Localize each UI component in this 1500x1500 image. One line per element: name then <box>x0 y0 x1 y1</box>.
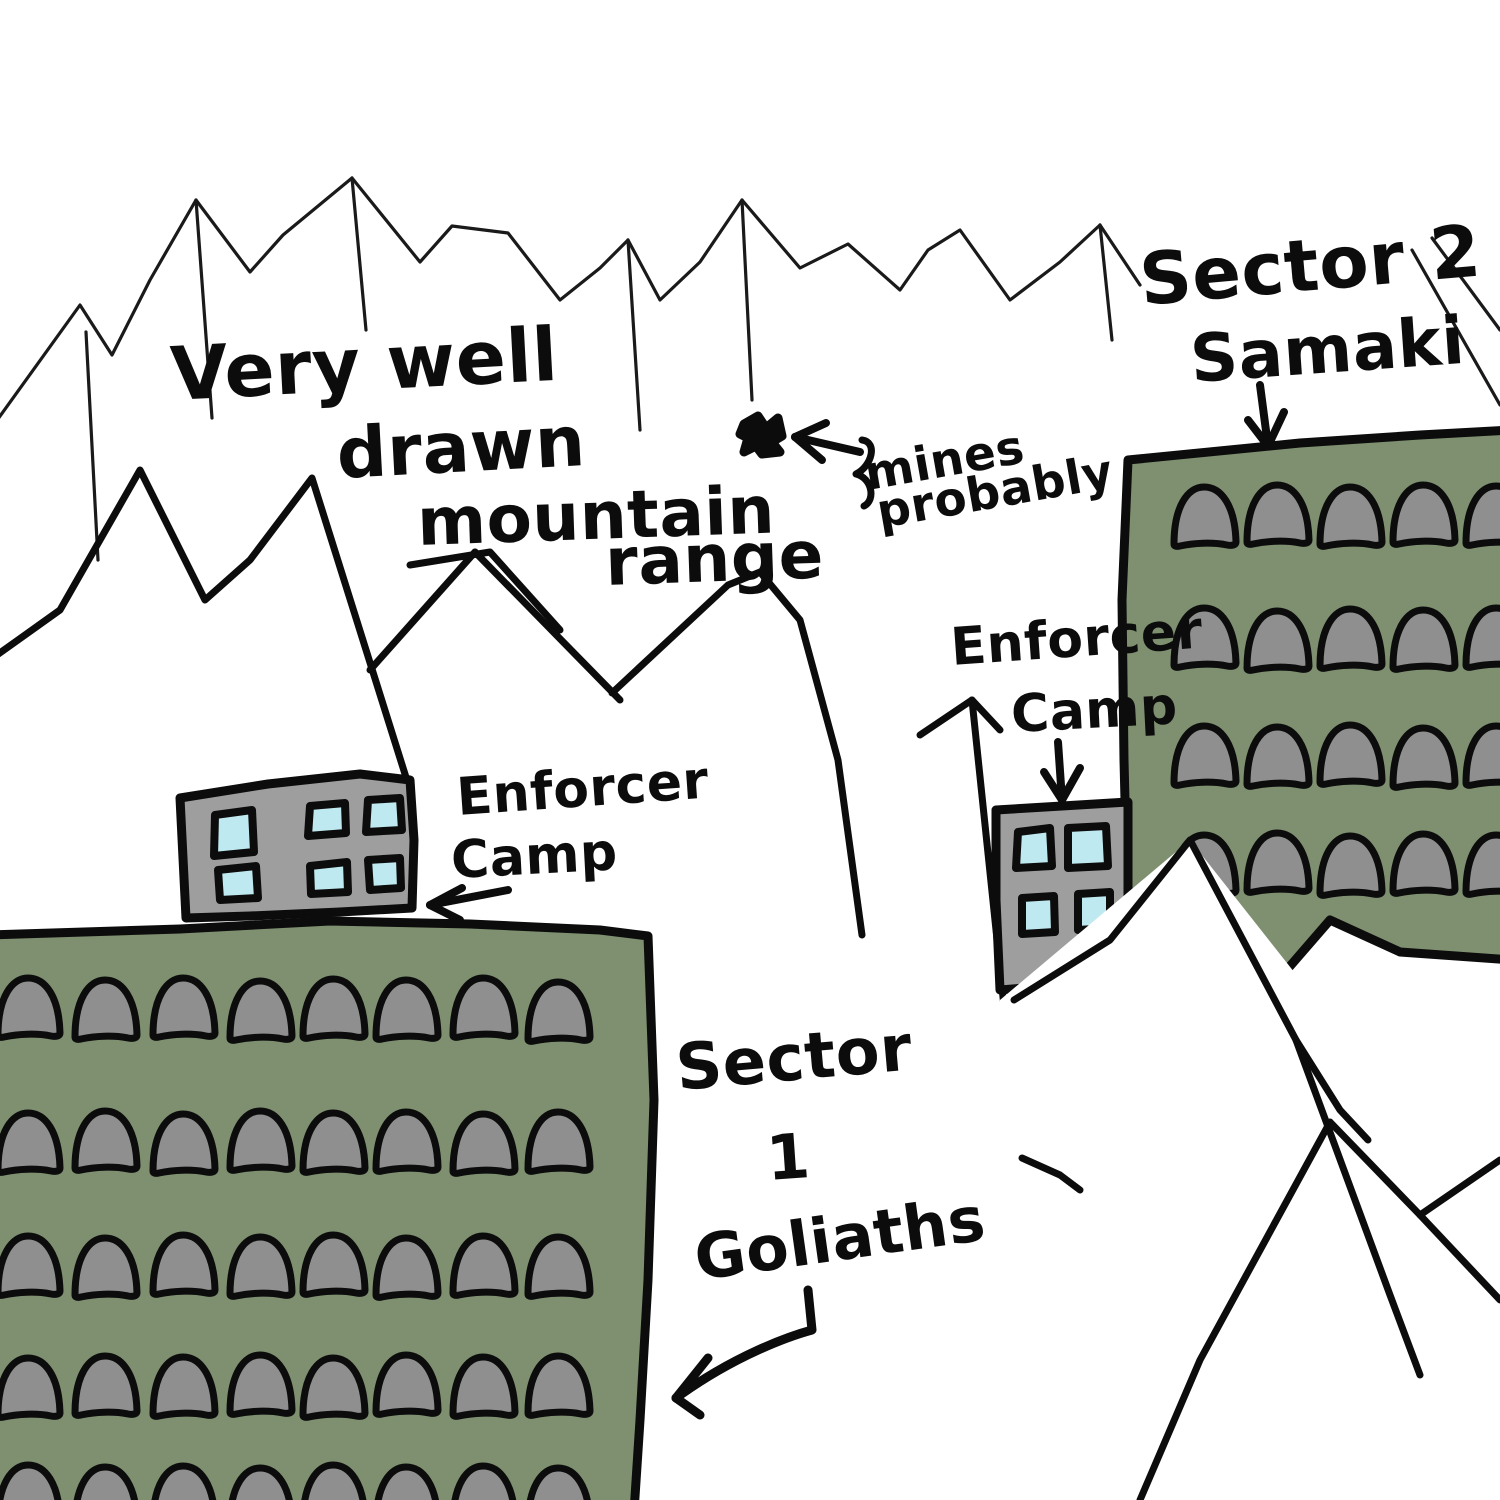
arrow-curved-sector1 <box>671 1285 817 1420</box>
window <box>364 854 405 894</box>
arrow-left-mines <box>791 419 864 464</box>
sector2-line2: Samaki <box>1188 302 1468 398</box>
mines-marker-icon <box>735 411 787 459</box>
mountain-range-line3: mountain <box>416 472 776 561</box>
sector1-line1: Sector <box>673 1012 915 1106</box>
building-left-enforcer-camp <box>175 769 419 923</box>
arrow-down-sector2 <box>1244 381 1288 450</box>
window <box>306 858 352 898</box>
lower-right-mountains <box>980 836 1500 1500</box>
foreground-mountain-range <box>0 466 1024 1164</box>
mountain-range-line1: Very well <box>168 312 560 418</box>
window <box>1012 824 1056 872</box>
sector1-line2: 1 <box>764 1119 813 1195</box>
arrow-left-enforcer-left <box>426 884 512 924</box>
sector1-line3: Goliaths <box>690 1182 990 1295</box>
arrow-down-enforcer-right <box>1040 738 1084 804</box>
annotation-arrows <box>426 381 1288 1420</box>
mountain-range-line2: drawn <box>335 400 588 495</box>
enforcer-left-line2: Camp <box>450 822 620 891</box>
label-mountain-range: Very well drawn mountain range <box>168 312 825 601</box>
label-sector1: Sector 1 Goliaths <box>673 1012 990 1295</box>
window <box>210 806 258 860</box>
window <box>1064 822 1112 872</box>
window <box>214 862 262 904</box>
enforcer-right-line2: Camp <box>1010 676 1180 745</box>
label-mines: mines probably <box>861 420 1118 540</box>
background-mountain-outlines <box>0 176 1500 562</box>
window <box>362 794 406 836</box>
window <box>1018 892 1059 938</box>
window <box>304 799 350 840</box>
label-sector2: Sector 2 Samaki <box>1136 208 1484 398</box>
mountain-range-line4: range <box>604 516 825 601</box>
label-enforcer-camp-left: Enforcer Camp <box>450 751 711 891</box>
enforcer-left-line1: Enforcer <box>455 751 711 828</box>
